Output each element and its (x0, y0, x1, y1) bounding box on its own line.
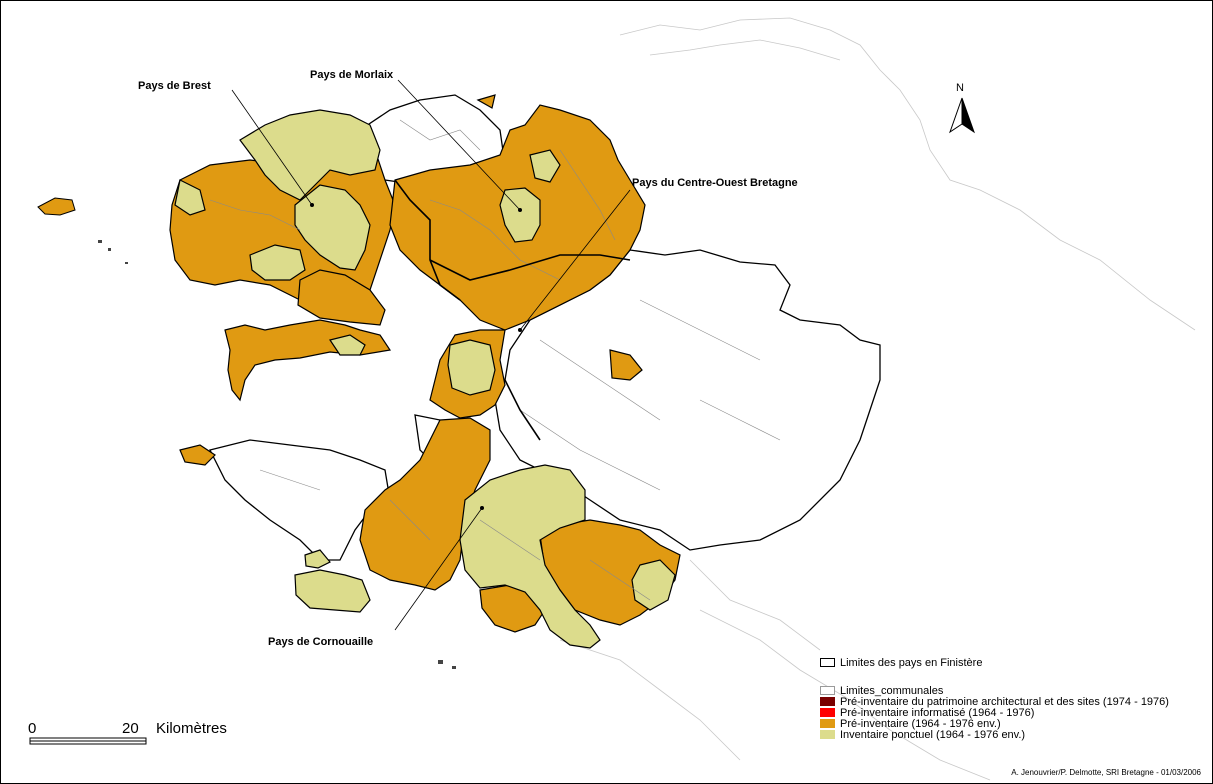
inventaire-ponctuel-areas (174, 109, 676, 649)
north-arrow-icon (949, 97, 975, 134)
leader-lines (231, 79, 631, 631)
legend-swatch-pre-inventaire (820, 719, 835, 728)
outer-coastline (559, 17, 1196, 781)
label-pays-centre-ouest: Pays du Centre-Ouest Bretagne (632, 177, 798, 189)
legend-swatch-informatise (820, 708, 835, 717)
islands (37, 197, 76, 216)
map-legend: Limites des pays en Finistère Limites_co… (820, 656, 1169, 741)
label-pays-de-cornouaille: Pays de Cornouaille (268, 636, 374, 648)
label-pays-de-brest: Pays de Brest (138, 80, 211, 92)
north-label: N (956, 82, 964, 94)
legend-swatch-ponctuel (820, 730, 835, 739)
legend-row-ponctuel: Inventaire ponctuel (1964 - 1976 env.) (820, 728, 1169, 741)
legend-label-patrimoine: Pré-inventaire du patrimoine architectur… (840, 695, 1169, 708)
legend-swatch-patrimoine (820, 697, 835, 706)
map-credit: A. Jenouvrier/P. Delmotte, SRI Bretagne … (1011, 768, 1201, 777)
legend-label-informatise: Pré-inventaire informatisé (1964 - 1976) (840, 706, 1035, 719)
scale-bar (29, 737, 147, 745)
legend-row-informatise: Pré-inventaire informatisé (1964 - 1976) (820, 706, 1169, 719)
legend-label-pre-inventaire: Pré-inventaire (1964 - 1976 env.) (840, 717, 1001, 730)
label-pays-de-morlaix: Pays de Morlaix (310, 69, 394, 81)
legend-row-patrimoine: Pré-inventaire du patrimoine architectur… (820, 695, 1169, 708)
legend-row-pays: Limites des pays en Finistère (820, 656, 1169, 669)
legend-row-pre-inventaire: Pré-inventaire (1964 - 1976 env.) (820, 717, 1169, 730)
scale-zero: 0 (28, 720, 37, 737)
legend-swatch-communes (820, 686, 835, 695)
legend-row-communes: Limites_communales (820, 684, 1169, 697)
commune-boundaries (209, 119, 781, 601)
legend-swatch-pays (820, 658, 835, 667)
legend-label-communes: Limites_communales (840, 684, 944, 697)
label-dots (310, 203, 522, 510)
white-communes (209, 94, 881, 561)
scale-twenty: 20 (122, 720, 139, 737)
legend-label-pays: Limites des pays en Finistère (840, 656, 983, 669)
pays-boundaries (394, 179, 631, 441)
small-islands (98, 240, 456, 669)
legend-label-ponctuel: Inventaire ponctuel (1964 - 1976 env.) (840, 728, 1026, 741)
scale-unit: Kilomètres (156, 720, 227, 737)
